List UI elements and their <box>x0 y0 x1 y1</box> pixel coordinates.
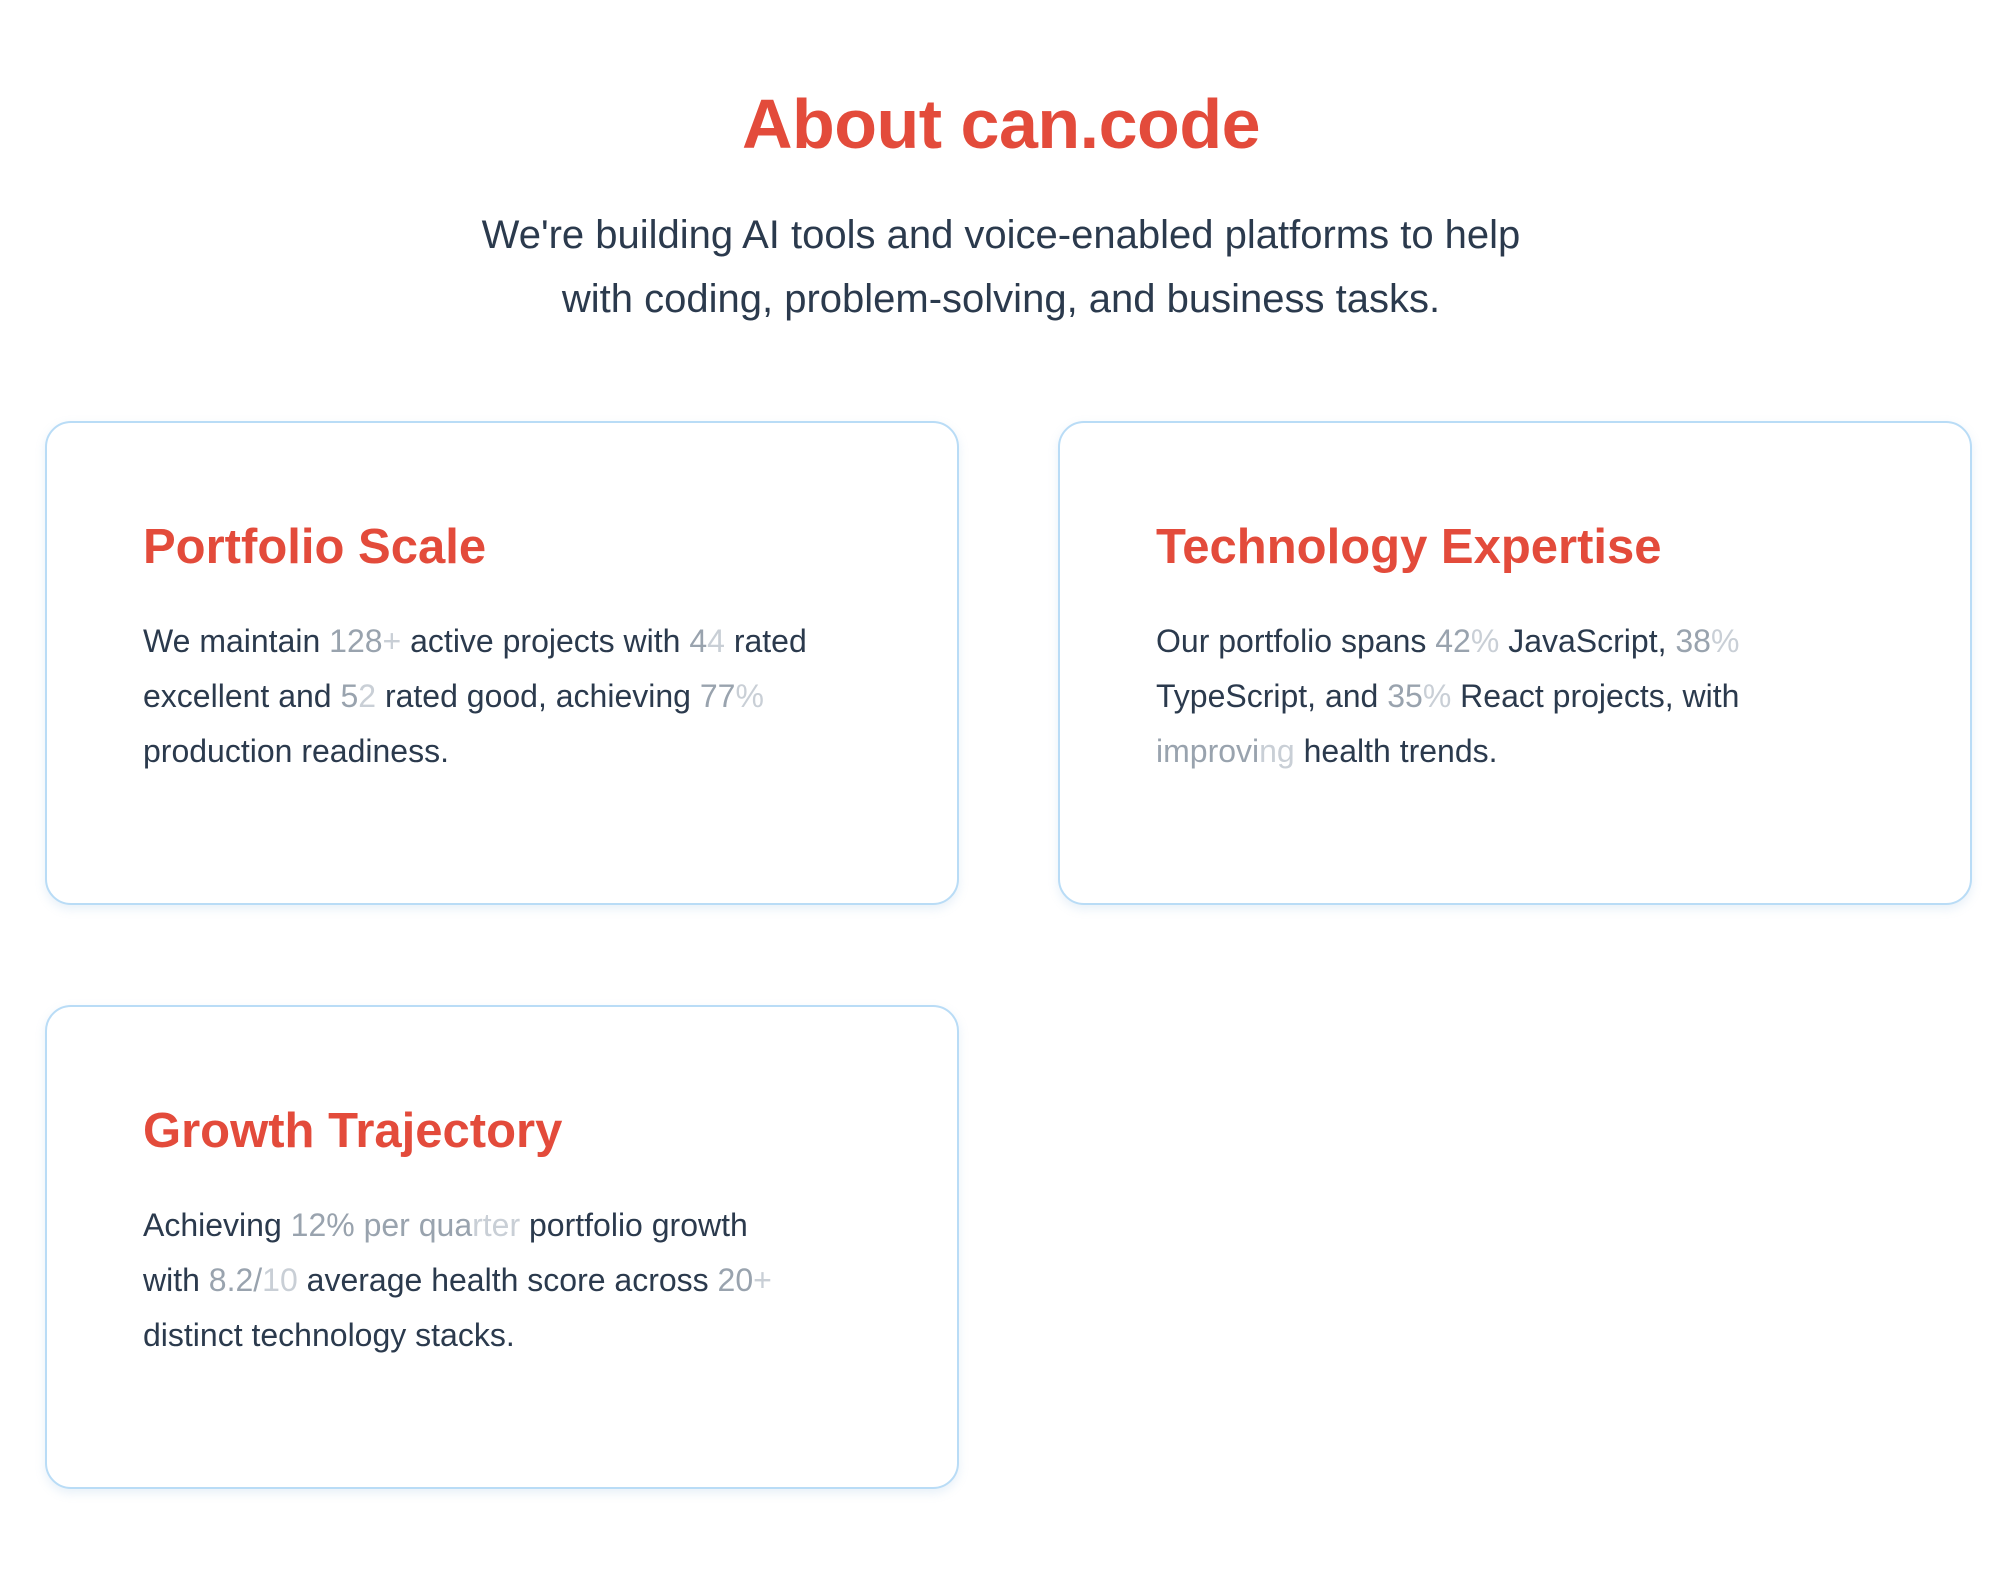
stat-value: 42 <box>1435 623 1471 659</box>
stat-value-fade: rter <box>472 1207 521 1243</box>
body-text: active projects with <box>401 623 690 659</box>
card-body-line: distinct technology stacks. <box>143 1308 903 1363</box>
card-title: Technology Expertise <box>1156 520 1662 574</box>
stat-value: improvi <box>1156 733 1260 769</box>
stat-value-fade: % <box>1470 623 1500 659</box>
body-text: health trends. <box>1294 733 1498 769</box>
body-text: portfolio growth <box>520 1207 748 1243</box>
card-body: Our portfolio spans 42% JavaScript, 38% … <box>1156 614 1916 779</box>
body-text: with <box>143 1262 209 1298</box>
card-title: Portfolio Scale <box>143 520 487 574</box>
card-body: We maintain 128+ active projects with 44… <box>143 614 903 779</box>
stat-value-fade: % <box>1422 678 1452 714</box>
card-body-line: excellent and 52 rated good, achieving 7… <box>143 669 903 724</box>
body-text: rated <box>724 623 807 659</box>
body-text: average health score across <box>297 1262 718 1298</box>
stat-value: 35 <box>1387 678 1423 714</box>
card-title: Growth Trajectory <box>143 1104 563 1158</box>
card-body: Achieving 12% per quarter portfolio grow… <box>143 1198 903 1363</box>
body-text: distinct technology stacks. <box>143 1317 515 1353</box>
body-text: TypeScript, and <box>1156 678 1388 714</box>
stat-value: 4 <box>689 623 708 659</box>
page-title: About can.code <box>741 85 1261 163</box>
body-text: JavaScript, <box>1499 623 1676 659</box>
stat-value: 20 <box>717 1262 754 1298</box>
body-text: We maintain <box>143 623 330 659</box>
stat-value: 128 <box>329 623 383 659</box>
card-portfolio-scale: Portfolio Scale We maintain 128+ active … <box>45 421 959 905</box>
body-text: Achieving <box>143 1207 291 1243</box>
stat-value-fade: 10 <box>262 1262 298 1298</box>
stat-value: 8.2/ <box>208 1262 263 1298</box>
subtitle-line-2: with coding, problem-solving, and busine… <box>561 277 1441 321</box>
card-body-line: Achieving 12% per quarter portfolio grow… <box>143 1198 903 1253</box>
stat-value: 77 <box>699 678 736 714</box>
body-text: Our portfolio spans <box>1156 623 1436 659</box>
stat-value-fade: % <box>1710 623 1740 659</box>
card-technology-expertise: Technology Expertise Our portfolio spans… <box>1058 421 1972 905</box>
stat-value-fade: 4 <box>707 623 725 659</box>
card-body-line: TypeScript, and 35% React projects, with <box>1156 669 1916 724</box>
page-subtitle: We're building AI tools and voice-enable… <box>0 203 2002 331</box>
body-text: React projects, with <box>1451 678 1740 714</box>
card-growth-trajectory: Growth Trajectory Achieving 12% per quar… <box>45 1005 959 1489</box>
stat-value-fade: + <box>753 1262 772 1298</box>
card-body-line: Our portfolio spans 42% JavaScript, 38% <box>1156 614 1916 669</box>
stat-value: 38 <box>1675 623 1711 659</box>
body-text: excellent and <box>143 678 341 714</box>
card-body-line: production readiness. <box>143 724 903 779</box>
stat-value: 5 <box>340 678 359 714</box>
stat-value-fade: 2 <box>358 678 377 714</box>
body-text: rated good, achieving <box>376 678 700 714</box>
stat-value-fade: ng <box>1259 733 1295 769</box>
card-body-line: We maintain 128+ active projects with 44… <box>143 614 903 669</box>
stat-value-fade: % <box>735 678 764 714</box>
subtitle-line-1: We're building AI tools and voice-enable… <box>481 213 1521 257</box>
stat-value: 12% per qua <box>290 1207 473 1243</box>
body-text: production readiness. <box>143 733 449 769</box>
card-body-line: improving health trends. <box>1156 724 1916 779</box>
stat-value-fade: + <box>382 623 402 659</box>
card-body-line: with 8.2/10 average health score across … <box>143 1253 903 1308</box>
